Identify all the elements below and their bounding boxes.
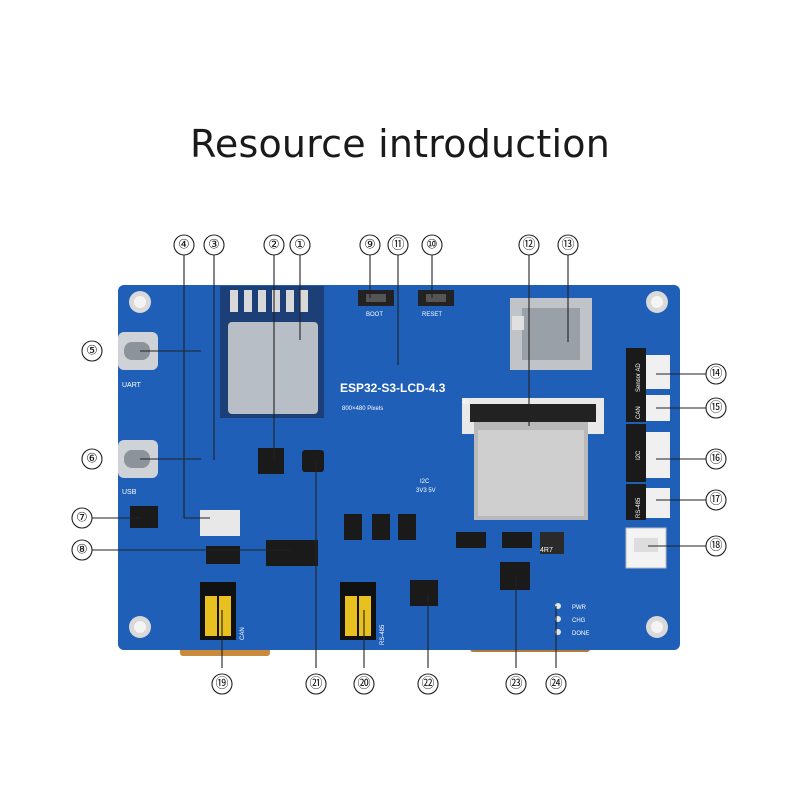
callout-5: ⑤	[86, 344, 98, 359]
misc-chips	[130, 448, 564, 606]
callout-3: ③	[208, 238, 220, 253]
callout-lines	[91, 254, 706, 668]
esp32-s3-module	[220, 286, 324, 418]
callout-7: ⑦	[76, 511, 88, 526]
callout-20: ⑳	[357, 677, 370, 692]
usb-c-uart-port	[118, 332, 158, 370]
callout-2: ②	[268, 238, 280, 253]
reset-silk-label: RESET	[422, 312, 442, 318]
board-name-silk: ESP32-S3-LCD-4.3	[340, 381, 446, 395]
uart-silk-label: UART	[122, 382, 142, 389]
callout-13: ⑬	[561, 238, 574, 253]
fpc-lcd-connector	[462, 398, 604, 520]
sensor-ad-silk: Sensor AD	[636, 363, 642, 392]
mounting-holes	[129, 291, 668, 638]
callout-4: ④	[178, 238, 190, 253]
callout-12: ⑫	[522, 238, 535, 253]
i2c-side-silk: I2C	[636, 450, 642, 460]
pwr-led-silk: PWR	[572, 605, 587, 611]
fpc-pin-count-silk: 40	[462, 400, 469, 406]
reset-button-part	[418, 290, 454, 306]
callout-10: ⑩	[426, 238, 438, 253]
callout-19: ⑲	[215, 677, 228, 692]
callout-8: ⑧	[76, 543, 88, 558]
rs485-jumper	[340, 582, 376, 640]
callout-18: ⑱	[709, 539, 722, 554]
boot-button-part	[358, 290, 394, 306]
right-side-connectors	[626, 348, 670, 520]
battery-connector	[625, 527, 667, 569]
callout-9: ⑨	[364, 238, 376, 253]
tf-card-slot	[510, 298, 592, 370]
usb-c-usb-port	[118, 440, 158, 478]
callout-15: ⑮	[709, 401, 722, 416]
page-title: Resource introduction	[189, 122, 610, 166]
resolution-silk: 800×480 Pixels	[342, 406, 383, 412]
callout-11: ⑪	[391, 238, 404, 253]
callout-6: ⑥	[86, 452, 98, 467]
callout-14: ⑭	[709, 367, 722, 382]
callout-21: ㉑	[309, 677, 322, 692]
callout-24: ㉔	[549, 677, 562, 692]
callout-16: ⑯	[709, 452, 722, 467]
rs485-silk: RS-485	[636, 497, 642, 518]
can-jumper	[200, 582, 236, 640]
callout-circles	[71, 234, 727, 695]
chg-led-silk: CHG	[572, 618, 586, 624]
can-silk: CAN	[636, 406, 642, 419]
i2c-volt-silk: 3V3 5V	[416, 488, 436, 494]
done-led-silk: DONE	[572, 631, 589, 637]
callout-23: ㉓	[509, 677, 522, 692]
inductor-silk: 4R7	[540, 547, 553, 554]
can-jumper-silk: CAN	[240, 627, 246, 640]
callout-1: ①	[294, 238, 306, 253]
boot-silk-label: BOOT	[366, 312, 383, 318]
callout-22: ㉒	[421, 677, 434, 692]
rs485-jumper-silk: RS-485	[380, 624, 386, 645]
i2c-block-silk: I2C	[420, 479, 430, 485]
usb-silk-label: USB	[122, 489, 137, 496]
callout-17: ⑰	[709, 493, 722, 508]
